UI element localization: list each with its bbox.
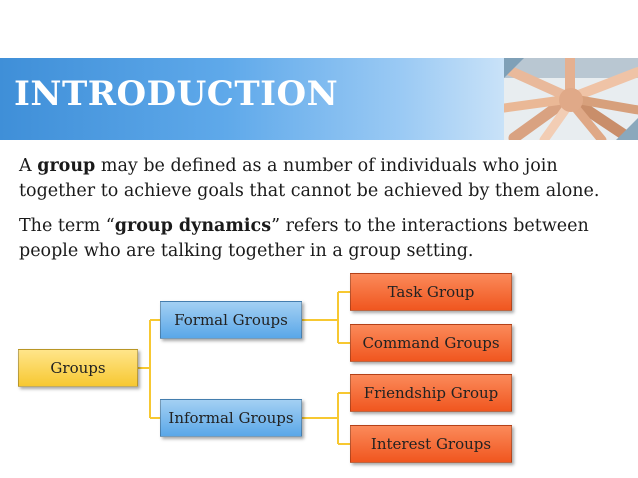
group-dynamics-definition: The term “group dynamics” refers to the … — [19, 216, 589, 261]
teamwork-hands-photo — [504, 58, 638, 140]
connector-formal-to-leaves — [302, 291, 350, 344]
formal-groups-node: Formal Groups — [160, 301, 302, 339]
task-group-node: Task Group — [350, 273, 512, 311]
connector-root-to-branches — [138, 319, 160, 419]
interest-groups-node: Interest Groups — [350, 425, 512, 463]
friendship-group-node: Friendship Group — [350, 374, 512, 412]
command-groups-node: Command Groups — [350, 324, 512, 362]
informal-groups-node: Informal Groups — [160, 399, 302, 437]
connector-informal-to-leaves — [302, 392, 350, 445]
group-definition: A group may be defined as a number of in… — [19, 156, 600, 201]
groups-root-node: Groups — [18, 349, 138, 387]
slide-title: INTRODUCTION — [14, 74, 339, 114]
title-bar — [0, 58, 504, 140]
